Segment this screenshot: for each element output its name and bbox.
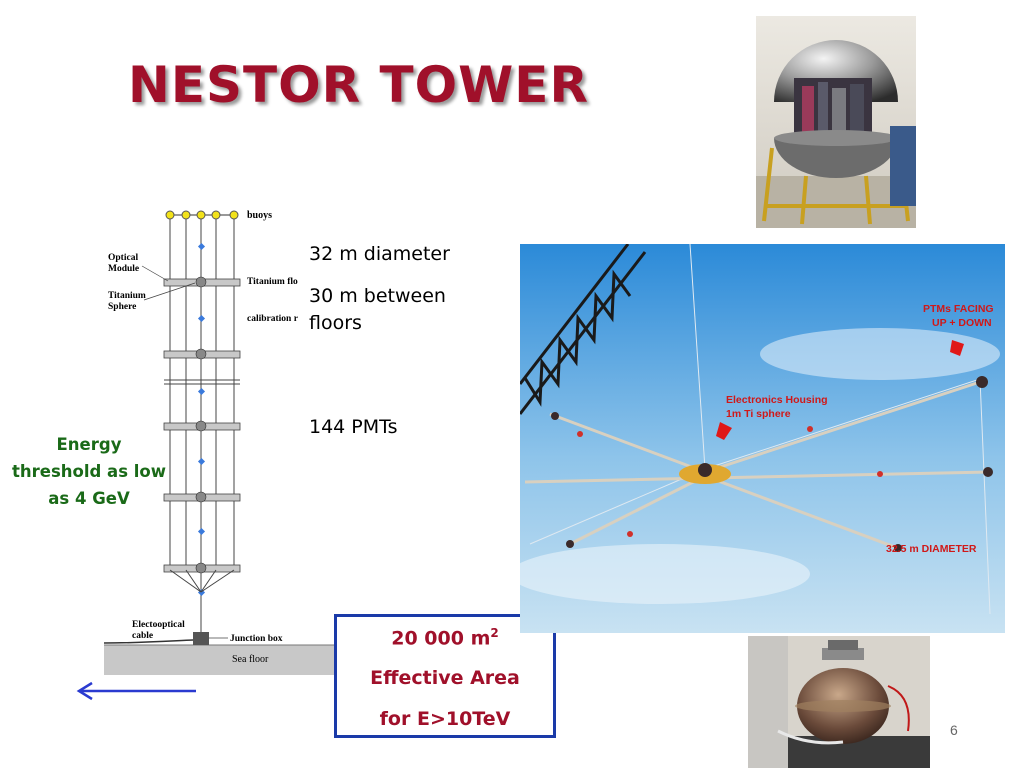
junction-box <box>193 632 209 645</box>
area-superscript: 2 <box>490 626 499 640</box>
fact-diameter: 32 m diameter <box>309 243 450 265</box>
buoy <box>211 210 221 220</box>
area-number: 20 000 m <box>391 627 491 650</box>
energy-threshold-text: Energy threshold as low as 4 GeV <box>8 431 170 512</box>
sea-floor-label: Sea floor <box>232 654 269 665</box>
buoys-label: buoys <box>247 210 272 221</box>
pmt-sphere-photo <box>748 636 930 768</box>
fact-floors-line-2: floors <box>309 312 362 334</box>
area-line-2: Effective Area <box>370 667 520 689</box>
area-value: 20 000 m2 <box>337 626 553 649</box>
area-line-3: for E>10TeV <box>379 708 511 730</box>
titanium-sphere-label-1: Titanium <box>108 291 146 301</box>
ptms-label-2: UP + DOWN <box>932 317 992 329</box>
page-number: 6 <box>950 722 958 738</box>
buoy <box>165 210 175 220</box>
calibration-label: calibration r <box>247 314 299 324</box>
energy-line-3: as 4 GeV <box>48 489 130 508</box>
housing-label-1: Electronics Housing <box>726 394 828 406</box>
housing-label-2: 1m Ti sphere <box>726 408 791 420</box>
titanium-sphere-label-2: Sphere <box>108 302 136 312</box>
optical-module-label-1: Optical <box>108 253 138 263</box>
slide-title: NESTOR TOWER <box>128 56 589 114</box>
buoy <box>229 210 239 220</box>
tower-floor-photo: PTMs FACING UP + DOWN Electronics Housin… <box>520 244 1005 633</box>
buoy <box>181 210 191 220</box>
left-arrow-icon <box>76 681 196 701</box>
optical-module-label-2: Module <box>108 264 139 274</box>
ptms-label-1: PTMs FACING <box>923 303 994 315</box>
photo-diameter-label: 32.5 m DIAMETER <box>886 543 977 555</box>
effective-area-box: 20 000 m2 Effective Area for E>10TeV <box>334 614 556 738</box>
tower-diagram: Sea floor buoys <box>103 210 335 675</box>
fact-pmts: 144 PMTs <box>309 416 398 438</box>
electrooptical-cable <box>103 639 194 644</box>
fact-floors: 30 m between floors <box>309 283 446 337</box>
sphere-housing-photo <box>756 16 916 228</box>
buoy <box>196 210 206 220</box>
titanium-floor-label: Titanium flo <box>247 277 298 287</box>
junction-box-label: Junction box <box>230 634 283 644</box>
cable-label-2: cable <box>132 631 153 641</box>
fact-floors-line-1: 30 m between <box>309 285 446 307</box>
cable-label-1: Electooptical <box>132 620 185 630</box>
energy-line-1: Energy <box>56 435 122 454</box>
sea-floor-band <box>104 645 335 675</box>
energy-line-2: threshold as low <box>11 462 166 481</box>
